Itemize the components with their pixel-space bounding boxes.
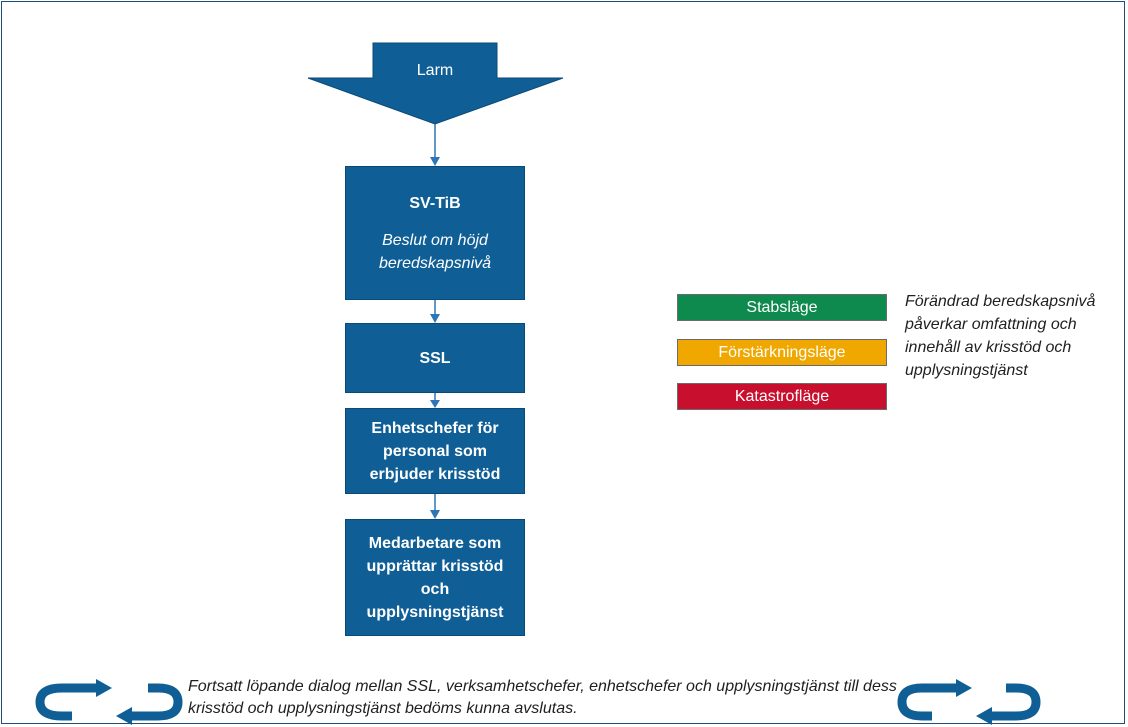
svtib-title: SV-TiB [409,194,461,212]
ssl-box: SSL [345,323,525,393]
connector-3-head [430,400,440,408]
cycle-arrows-icon-right [897,679,1041,725]
enhetschefer-box: Enhetschefer för personal som erbjuder k… [345,408,525,494]
ssl-label: SSL [419,349,451,367]
svtib-subtitle: Beslut om höjd beredskapsnivå [378,231,492,272]
larm-label: Larm [416,62,454,79]
connector-1-head [430,157,440,166]
enhetschefer-label: Enhetschefer för personal som erbjuder k… [369,419,501,483]
medarbetare-label: Medarbetare som upprättar krisstöd och u… [366,534,504,621]
larm-arrow-shape [307,42,564,125]
footer-dialog-text: Fortsatt löpande dialog mellan SSL, verk… [188,678,897,717]
beredskap-note: Förändrad beredskapsnivå påverkar omfatt… [905,293,1096,379]
connector-4-head [430,510,440,519]
medarbetare-box: Medarbetare som upprättar krisstöd och u… [345,519,525,636]
svtib-box: SV-TiB Beslut om höjd beredskapsnivå [345,166,525,300]
cycle-arrows-icon-left [35,679,183,725]
connector-2-head [430,314,440,323]
level-katastroflage: Katastrofläge [677,383,887,410]
level-forstarkningslage: Förstärkningsläge [677,339,887,366]
level-stabslage: Stabsläge [677,294,887,321]
